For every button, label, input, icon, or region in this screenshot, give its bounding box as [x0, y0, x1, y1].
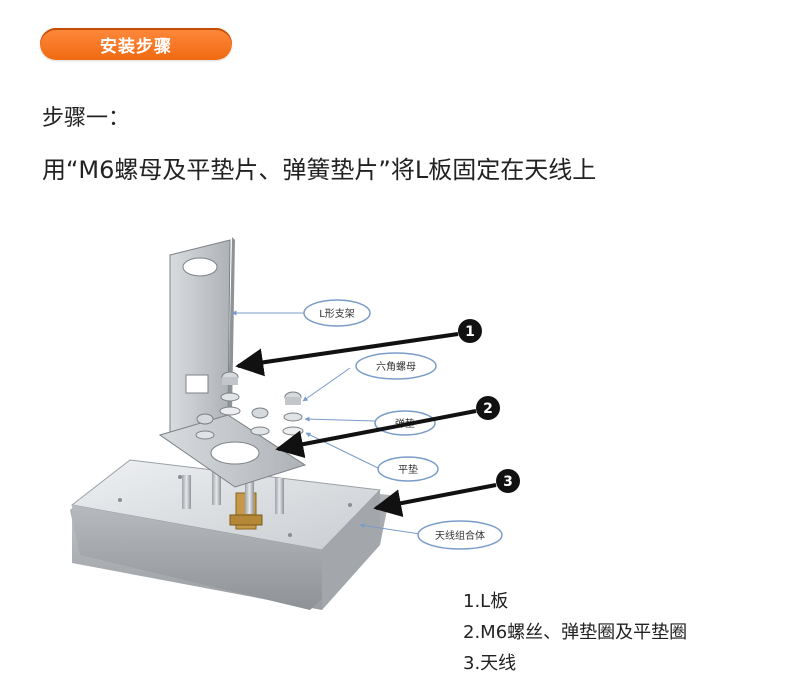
svg-text:平垫: 平垫: [398, 463, 418, 476]
antenna-base: [70, 459, 390, 610]
step-description: 用“M6螺母及平垫片、弹簧垫片”将L板固定在天线上: [42, 156, 597, 184]
legend-item: 2.M6螺丝、弹垫圈及平垫圈: [463, 622, 688, 643]
marker-1: 1: [235, 319, 482, 377]
callout-antenna: 天线组合体: [359, 520, 503, 550]
parts-legend: 1.L板 2.M6螺丝、弹垫圈及平垫圈 3.天线: [463, 586, 687, 679]
marker-3: 3: [373, 469, 520, 518]
svg-text:六角螺母: 六角螺母: [376, 361, 416, 373]
assembly-diagram: L形支架 六角螺母 弹垫 平垫 天线组合体 1 2 3: [70, 237, 520, 610]
callout-bracket: L形支架: [231, 299, 371, 327]
step-title: 步骤一：: [42, 106, 131, 131]
callout-hex-nut: 六角螺母: [302, 352, 437, 402]
mounting-bolts: [182, 471, 284, 514]
legend-item: 3.天线: [463, 653, 517, 674]
svg-text:2: 2: [483, 401, 493, 417]
banner-label: 安装步骤: [100, 36, 172, 57]
callout-flat-washer: 平垫: [305, 432, 439, 482]
svg-text:1: 1: [465, 324, 475, 340]
marker-2: 2: [275, 396, 500, 458]
legend-item: 1.L板: [463, 591, 509, 612]
section-banner: 安装步骤: [40, 28, 232, 60]
l-bracket: [158, 237, 307, 488]
svg-text:天线组合体: 天线组合体: [435, 529, 485, 542]
svg-text:L形支架: L形支架: [319, 308, 355, 320]
svg-text:3: 3: [503, 474, 513, 490]
